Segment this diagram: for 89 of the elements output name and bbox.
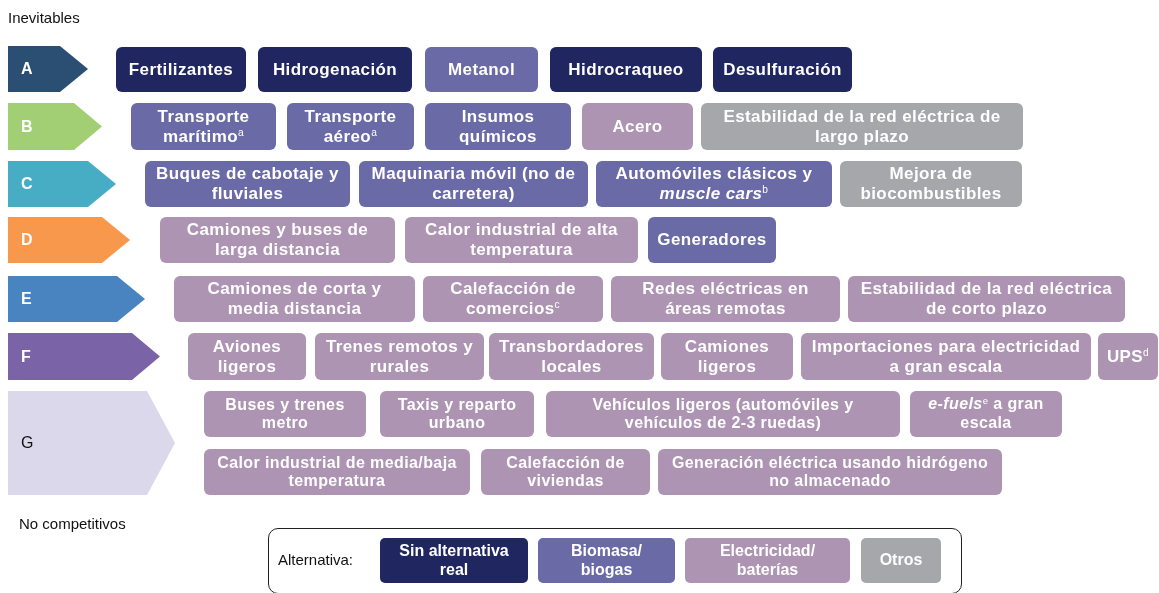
category-label: Estabilidad de la red eléctrica de largo plazo (722, 106, 1002, 147)
row-letter: C (21, 175, 33, 193)
row-letter: E (21, 290, 32, 308)
category-box (188, 333, 306, 380)
category-label: Calor industrial de media/baja temperatura (216, 453, 458, 491)
row-label-tab (8, 46, 88, 92)
category-label: Insumos químicos (458, 106, 538, 147)
category-box (425, 47, 538, 92)
category-box (380, 391, 534, 437)
category-box (801, 333, 1091, 380)
category-label: Camiones ligeros (683, 336, 771, 377)
legend-swatch: Sin alternativa real (380, 538, 528, 583)
category-box (425, 103, 571, 150)
category-box (546, 391, 900, 437)
note-text: No competitivos (19, 515, 126, 532)
category-label: Generadores (657, 230, 767, 250)
category-box (359, 161, 588, 207)
category-box (910, 391, 1062, 437)
category-box (315, 333, 484, 380)
row-label-tab (8, 103, 102, 150)
row-letter: D (21, 231, 33, 249)
category-label: UPS$^{d}$ (1106, 346, 1150, 367)
category-box (423, 276, 603, 322)
category-box (258, 47, 412, 92)
category-label: Desulfuración (723, 59, 842, 80)
category-label: Buses y trenes metro (224, 395, 346, 433)
category-label: Fertilizantes (128, 59, 234, 80)
category-box (658, 449, 1002, 495)
category-label: Trenes remotos y rurales (324, 336, 475, 377)
category-box (550, 47, 702, 92)
category-box (131, 103, 276, 150)
category-box (701, 103, 1023, 150)
note-text: Alternativa: (278, 551, 354, 568)
row-letter: F (21, 347, 31, 366)
category-box (287, 103, 414, 150)
category-box (648, 217, 776, 263)
category-label: Redes eléctricas en áreas remotas (641, 279, 810, 319)
category-box (405, 217, 638, 263)
category-box (661, 333, 793, 380)
category-label: Acero (612, 116, 663, 137)
category-label: Transporte marítimo$^{a}$ (156, 106, 251, 147)
row-label-tab (8, 333, 160, 380)
category-label: Metanol (448, 59, 515, 80)
category-label: Estabilidad de la red eléctrica de corto plazo (859, 279, 1114, 319)
category-box (840, 161, 1022, 207)
category-label: Hidrocraqueo (568, 59, 684, 80)
row-label-tab (8, 276, 145, 322)
legend-swatch: Electricidad/ baterías (685, 538, 850, 583)
category-label: Automóviles clásicos y muscle cars$^{b}$ (614, 164, 814, 204)
category-box (204, 391, 366, 437)
category-box (611, 276, 840, 322)
category-box (489, 333, 654, 380)
category-box (848, 276, 1125, 322)
category-box (481, 449, 650, 495)
row-label-tab (8, 391, 175, 495)
category-label: Calefacción de comercios$^{c}$ (449, 279, 577, 319)
category-box (596, 161, 832, 207)
category-label: Vehículos ligeros (automóviles y vehículos de 2-3 ruedas) (591, 395, 855, 433)
category-label: Calefacción de viviendas (505, 453, 626, 491)
category-label: Transbordadores locales (498, 336, 645, 377)
category-label: Taxis y reparto urbano (396, 395, 518, 433)
legend-swatch: Biomasa/ biogas (538, 538, 675, 583)
category-box (582, 103, 693, 150)
row-letter: B (21, 117, 33, 136)
category-box (145, 161, 350, 207)
category-label: Transporte aéreo$^{a}$ (303, 106, 398, 147)
category-box (116, 47, 246, 92)
row-letter: G (21, 434, 34, 452)
category-label: Maquinaria móvil (no de carretera) (370, 164, 577, 204)
category-box (174, 276, 415, 322)
category-label: Camiones y buses de larga distancia (185, 220, 370, 260)
category-label: Mejora de biocombustibles (859, 164, 1003, 204)
row-label-tab (8, 217, 130, 263)
note-text: Inevitables (8, 9, 80, 26)
category-label: e-fuels$^{e}$ a gran escala (927, 395, 1045, 433)
category-box (1098, 333, 1158, 380)
category-label: Camiones de corta y media distancia (206, 279, 383, 319)
row-label-tab (8, 161, 116, 207)
category-box (160, 217, 395, 263)
category-box (204, 449, 470, 495)
row-letter: A (21, 60, 33, 78)
category-label: Generación eléctrica usando hidrógeno no almacenado (670, 453, 990, 491)
category-label: Importaciones para electricidad a gran escala (810, 336, 1082, 377)
category-label: Aviones ligeros (211, 336, 283, 377)
legend-swatch: Otros (861, 538, 941, 583)
category-label: Calor industrial de alta temperatura (424, 220, 619, 260)
category-label: Buques de cabotaje y fluviales (155, 164, 340, 204)
category-box (713, 47, 852, 92)
category-label: Hidrogenación (272, 59, 398, 80)
